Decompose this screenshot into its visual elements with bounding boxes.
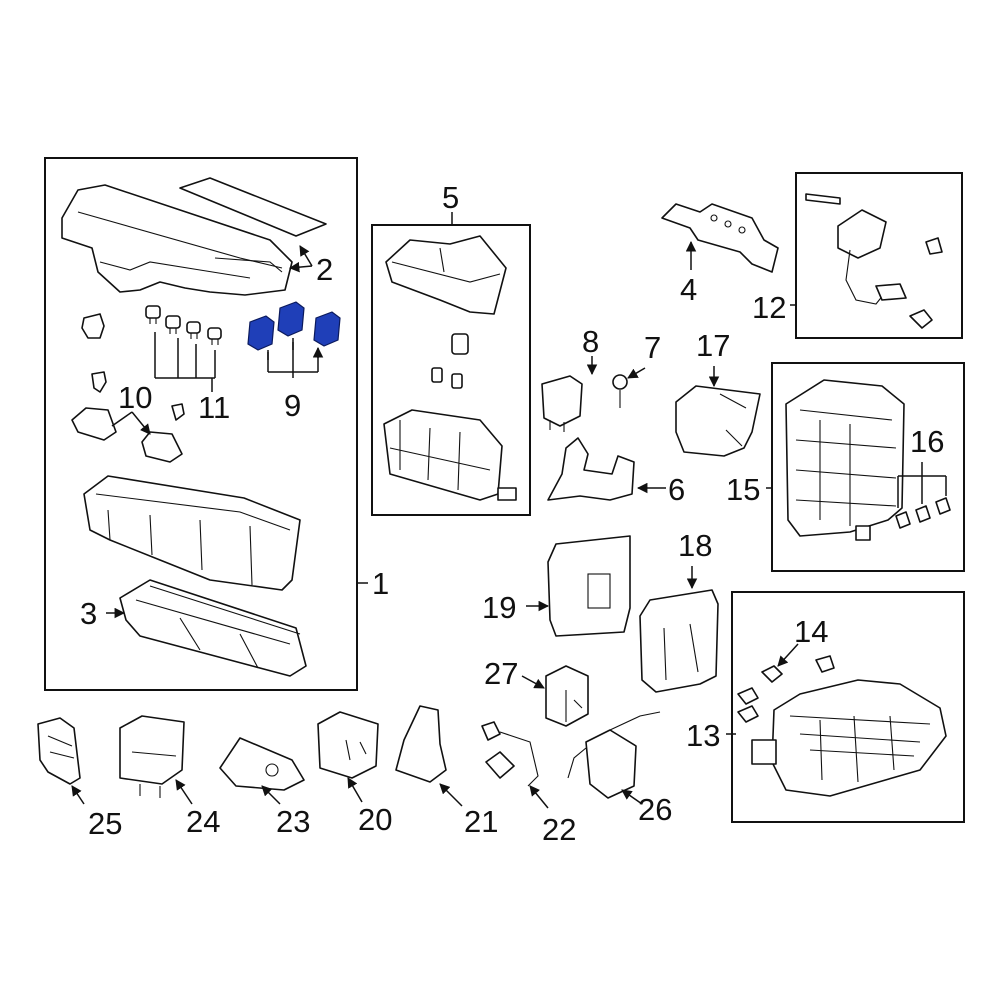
leader-2: [288, 261, 313, 273]
leader-25: [71, 785, 85, 805]
leader-16: [897, 462, 947, 508]
callout-9: 9: [284, 388, 301, 423]
leader-9-arrows: [267, 338, 318, 360]
part-5-box[interactable]: [383, 409, 517, 501]
callout-22: 22: [542, 812, 576, 847]
part-9-relays[interactable]: [247, 301, 341, 351]
part-18-module[interactable]: [639, 589, 719, 693]
part-clip-left[interactable]: [81, 313, 105, 339]
part-12-horn[interactable]: [805, 193, 943, 329]
group-frame-13: [731, 591, 965, 823]
part-27-relay[interactable]: [545, 665, 589, 727]
callout-8: 8: [582, 324, 599, 359]
leader-11: [154, 332, 216, 392]
callout-19: 19: [482, 590, 516, 625]
callout-17: 17: [696, 328, 730, 363]
group-frame-5: [371, 224, 531, 516]
callout-2: 2: [316, 252, 333, 287]
callout-20: 20: [358, 802, 392, 837]
callout-7: 7: [644, 330, 661, 365]
part-lower-box[interactable]: [83, 475, 301, 591]
part-26-module[interactable]: [567, 711, 661, 799]
leader-24: [175, 779, 193, 805]
callout-25: 25: [88, 806, 122, 841]
leader-14: [777, 643, 799, 667]
leader-20: [347, 777, 363, 803]
leader-26: [621, 789, 643, 805]
group-frame-15: [771, 362, 965, 572]
callout-11: 11: [198, 390, 230, 425]
callout-13: 13: [686, 718, 720, 753]
callout-4: 4: [680, 272, 697, 307]
part-6-bracket[interactable]: [547, 437, 635, 501]
part-21-bracket[interactable]: [395, 705, 447, 783]
callout-3: 3: [80, 596, 97, 631]
callout-24: 24: [186, 804, 220, 839]
part-2-cover[interactable]: [61, 184, 293, 296]
part-2-label-sheet[interactable]: [179, 177, 327, 237]
callout-6: 6: [668, 472, 685, 507]
leader-2b: [299, 245, 313, 267]
part-14-clips[interactable]: [737, 655, 835, 723]
callout-14: 14: [794, 614, 828, 649]
callout-26: 26: [638, 792, 672, 827]
callout-12: 12: [752, 290, 786, 325]
callout-15: 15: [726, 472, 760, 507]
part-23-bracket[interactable]: [219, 737, 305, 791]
part-19-module[interactable]: [547, 535, 631, 637]
leader-7: [627, 367, 646, 379]
part-13-box[interactable]: [751, 679, 947, 797]
part-5-cover[interactable]: [385, 235, 507, 315]
callout-1: 1: [372, 566, 389, 601]
callout-10: 10: [118, 380, 152, 415]
leader-27: [521, 675, 545, 689]
group-frame-12: [795, 172, 963, 339]
part-8-relay[interactable]: [541, 375, 583, 432]
part-24-module[interactable]: [119, 715, 185, 798]
part-15-junction-box[interactable]: [785, 379, 905, 541]
part-3-tray[interactable]: [119, 579, 307, 677]
part-17-module[interactable]: [675, 385, 761, 457]
part-4-bracket[interactable]: [661, 203, 779, 273]
callout-5: 5: [442, 180, 459, 215]
callout-21: 21: [464, 804, 498, 839]
group-frame-1: [44, 157, 358, 691]
part-11-fuses[interactable]: [145, 305, 222, 345]
callout-16: 16: [910, 424, 944, 459]
leader-10: [111, 411, 150, 434]
part-16-clips[interactable]: [895, 497, 951, 529]
part-25-cover[interactable]: [37, 717, 81, 785]
leader-23: [261, 785, 281, 805]
part-7-bolt[interactable]: [612, 374, 628, 408]
callout-27: 27: [484, 656, 518, 691]
part-20-relay[interactable]: [317, 711, 379, 779]
callout-18: 18: [678, 528, 712, 563]
leader-9: [267, 342, 319, 378]
callout-23: 23: [276, 804, 310, 839]
leader-21: [439, 783, 463, 807]
leader-22: [529, 785, 549, 809]
part-22-sensor[interactable]: [481, 721, 539, 787]
part-5-fuses[interactable]: [431, 333, 469, 389]
